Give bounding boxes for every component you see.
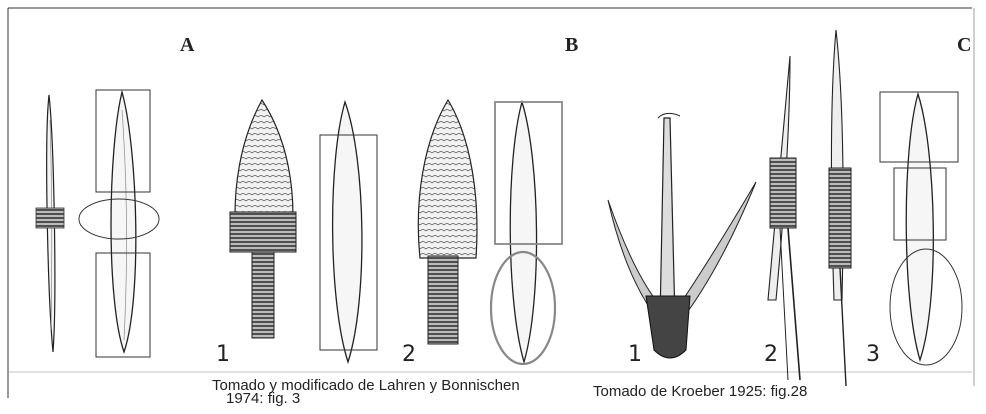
panel-b-caption-line2: 1974: fig. 3	[226, 392, 300, 405]
panel-a-rod	[36, 95, 64, 352]
panel-b-projectile-1	[230, 100, 296, 338]
panel-c-number-2: 2	[764, 342, 778, 367]
panel-letter-a: A	[180, 34, 194, 57]
panel-b-number-2: 2	[402, 342, 416, 367]
panel-b-bone-point-1	[333, 102, 362, 362]
panel-letter-c: C	[957, 34, 971, 57]
panel-c-number-1: 1	[628, 342, 642, 367]
panel-b-number-1: 1	[216, 342, 230, 367]
panel-c-caption: Tomado de Kroeber 1925: fig.28	[593, 385, 807, 398]
panel-a-point	[111, 92, 136, 352]
panel-c-harpoon	[608, 113, 756, 358]
panel-c-bone-point	[906, 94, 933, 360]
panel-c-foreshaft-2	[768, 56, 800, 380]
panel-c-number-3: 3	[866, 342, 880, 367]
panel-b-bone-point-2	[510, 102, 536, 362]
panel-b-projectile-2	[418, 100, 477, 344]
panel-letter-b: B	[565, 34, 578, 57]
panel-c-foreshaft-3	[829, 30, 851, 386]
